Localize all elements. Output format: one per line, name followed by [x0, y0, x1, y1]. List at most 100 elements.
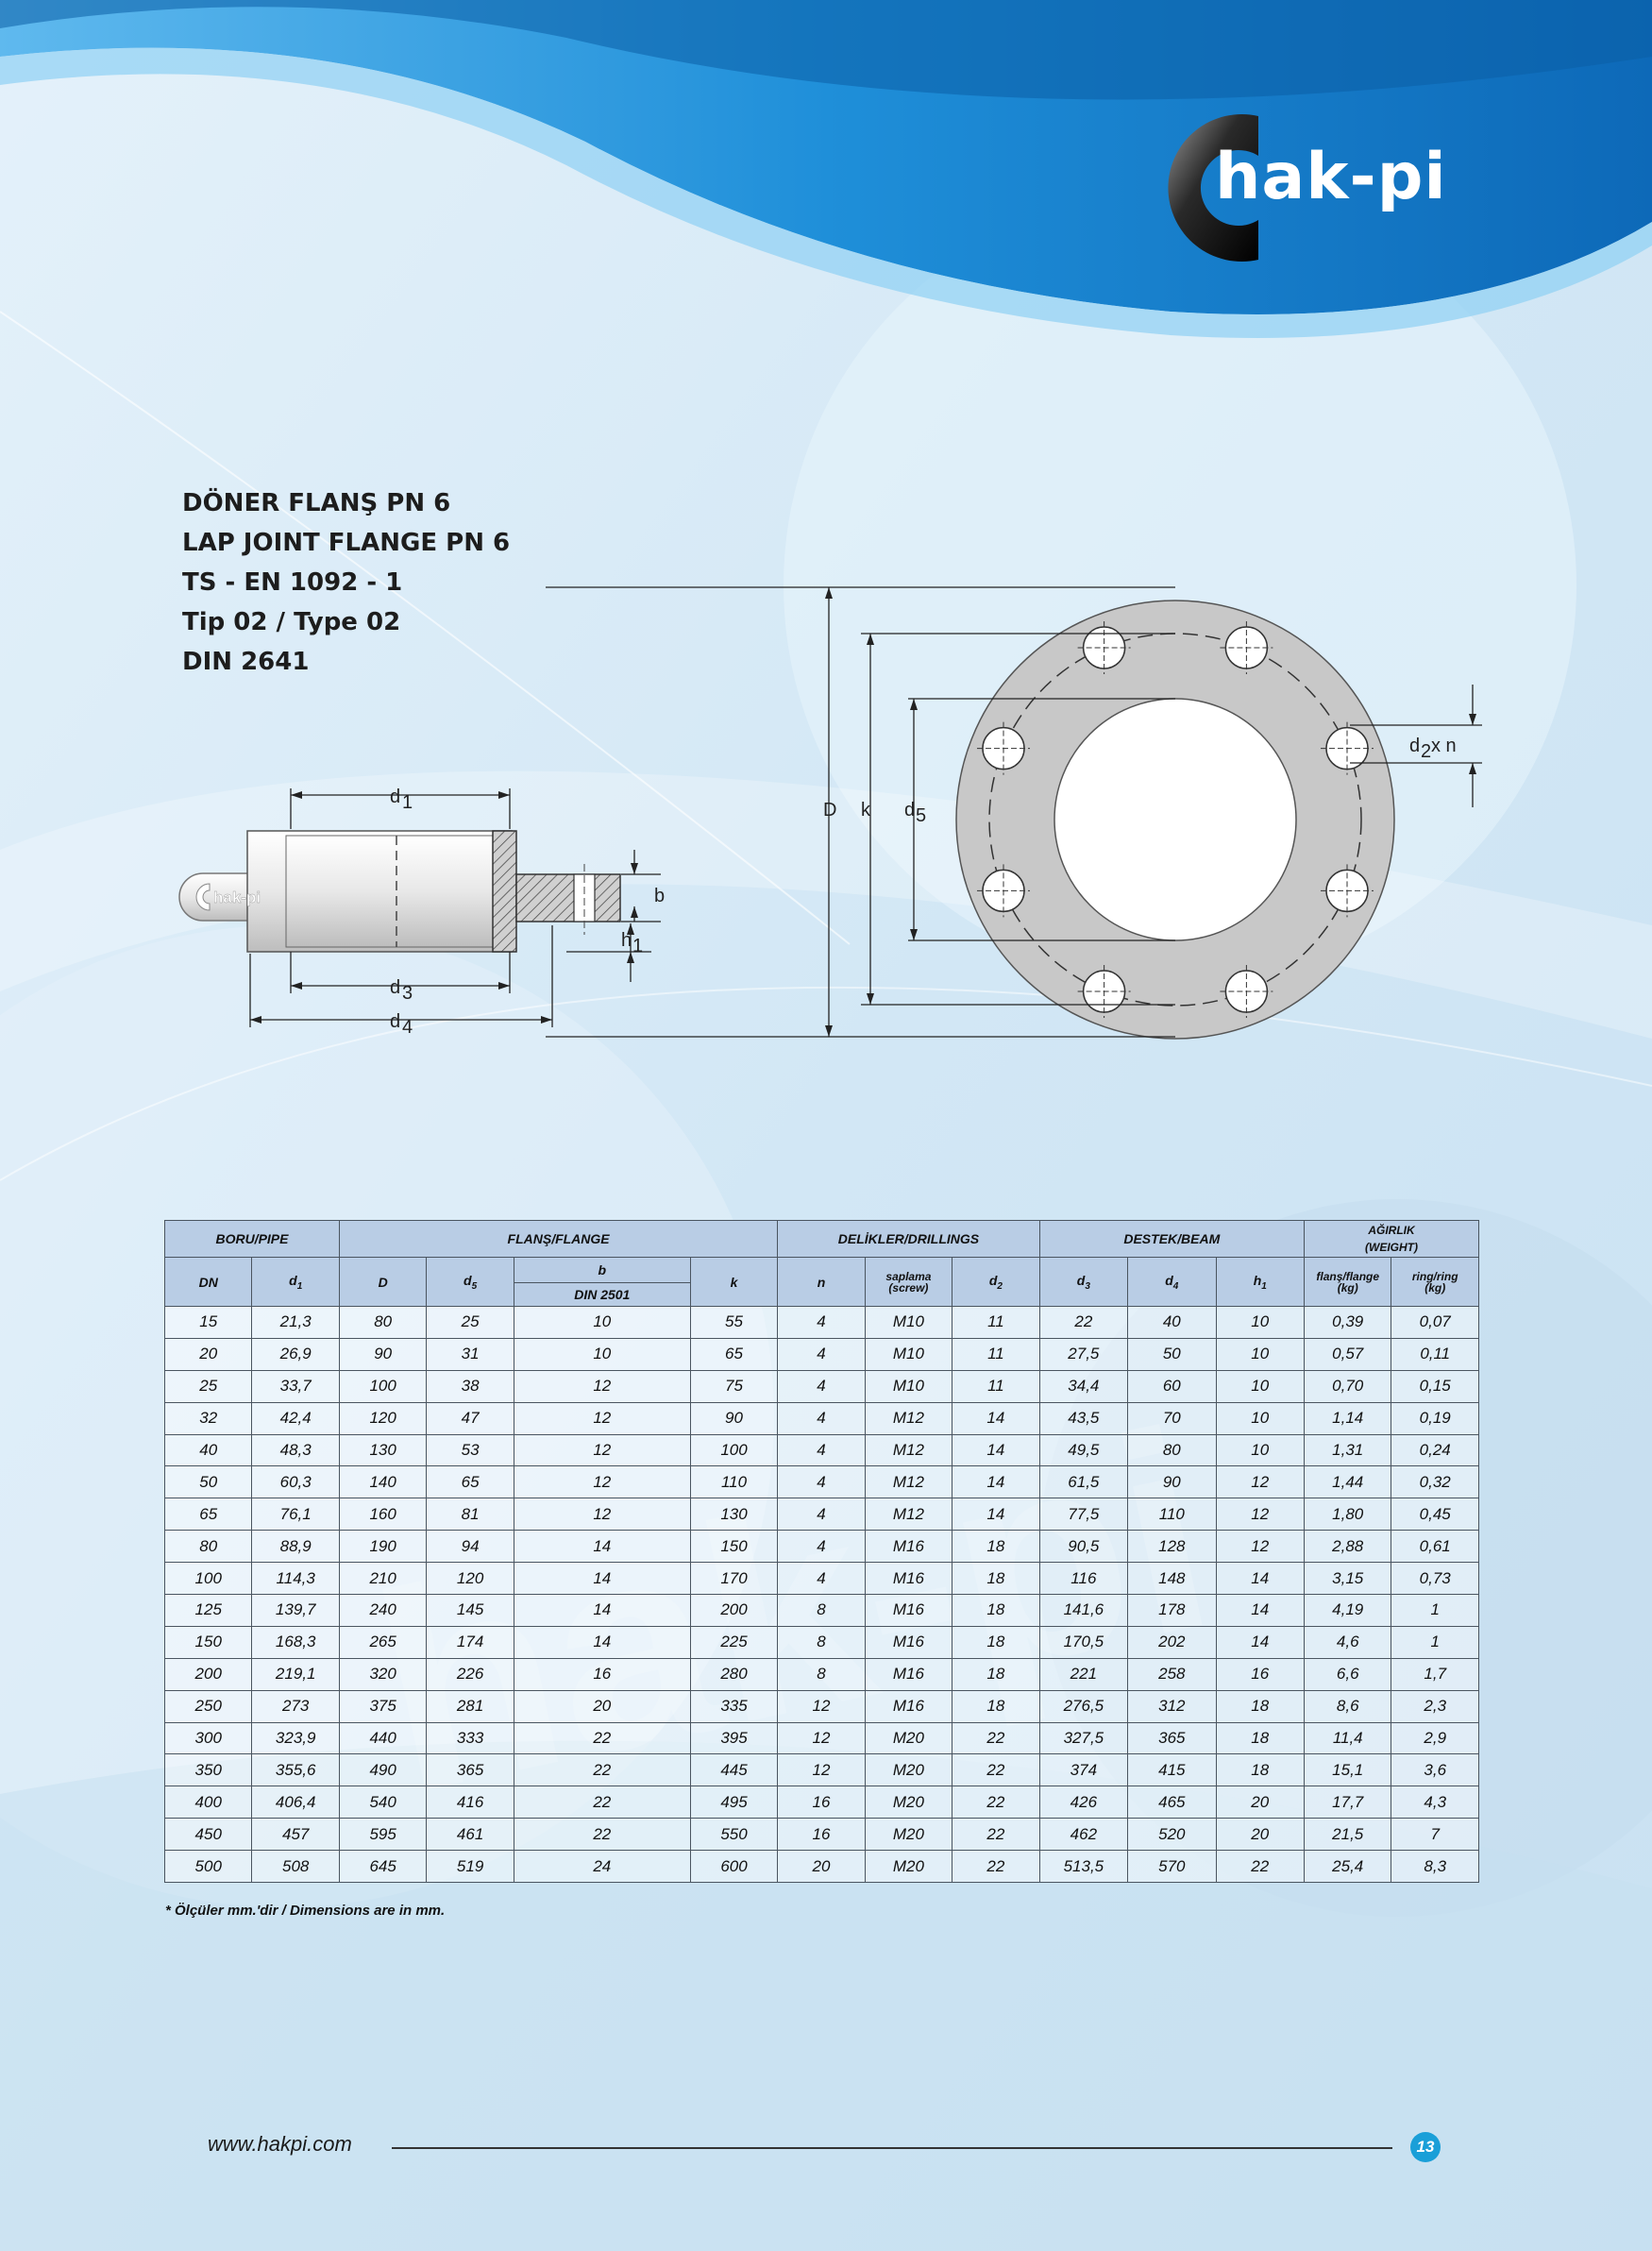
table-cell: 12	[1215, 1530, 1306, 1564]
table-cell: 80	[1127, 1433, 1217, 1467]
table-cell: 645	[338, 1850, 428, 1884]
table-cell: 61,5	[1038, 1465, 1129, 1499]
table-cell: 20	[1215, 1818, 1306, 1852]
col-b: b	[513, 1257, 691, 1283]
table-cell: 519	[426, 1850, 514, 1884]
table-cell: 1	[1391, 1625, 1479, 1659]
table-cell: 365	[426, 1753, 514, 1787]
group-weight-title: AĞIRLIK	[1368, 1224, 1415, 1237]
table-cell: 500	[163, 1850, 253, 1884]
table-cell: 27,5	[1038, 1337, 1129, 1371]
specification-table: BORU/PIPE FLANŞ/FLANGE DELİKLER/DRILLING…	[163, 1220, 1479, 1884]
table-cell: 18	[1215, 1721, 1306, 1755]
table-cell: 88,9	[251, 1530, 340, 1564]
title-line-4: Tip 02 / Type 02	[182, 608, 401, 636]
table-cell: 513,5	[1038, 1850, 1129, 1884]
table-cell: 40	[163, 1433, 253, 1467]
table-cell: 10	[513, 1337, 691, 1371]
table-cell: 202	[1127, 1625, 1217, 1659]
table-cell: 445	[689, 1753, 779, 1787]
table-cell: 16	[777, 1786, 866, 1819]
table-cell: 540	[338, 1786, 428, 1819]
table-cell: M16	[864, 1689, 953, 1723]
table-cell: 8	[777, 1657, 866, 1691]
table-cell: 38	[426, 1369, 514, 1403]
table-cell: 520	[1127, 1818, 1217, 1852]
table-cell: 14	[1215, 1562, 1306, 1596]
table-cell: 4,19	[1303, 1594, 1392, 1627]
table-cell: 1,14	[1303, 1401, 1392, 1435]
table-cell: 0,70	[1303, 1369, 1392, 1403]
table-cell: 350	[163, 1753, 253, 1787]
table-cell: 120	[338, 1401, 428, 1435]
table-cell: 2,3	[1391, 1689, 1479, 1723]
table-cell: 24	[513, 1850, 691, 1884]
table-cell: 0,15	[1391, 1369, 1479, 1403]
table-cell: 14	[513, 1562, 691, 1596]
table-cell: 258	[1127, 1657, 1217, 1691]
table-cell: 281	[426, 1689, 514, 1723]
table-cell: 50	[1127, 1337, 1217, 1371]
table-cell: 90	[1127, 1465, 1217, 1499]
table-cell: 4	[777, 1562, 866, 1596]
table-cell: 12	[513, 1433, 691, 1467]
dim-d4-sub: 4	[402, 1017, 413, 1038]
dim-d1: d	[390, 787, 400, 807]
table-cell: 323,9	[251, 1721, 340, 1755]
table-cell: 490	[338, 1753, 428, 1787]
table-cell: 221	[1038, 1657, 1129, 1691]
table-cell: 14	[1215, 1625, 1306, 1659]
table-cell: 8,3	[1391, 1850, 1479, 1884]
table-cell: 2,9	[1391, 1721, 1479, 1755]
technical-drawing: hak-pi d 1 d 3 d 4 b	[178, 586, 1482, 1040]
table-cell: M16	[864, 1625, 953, 1659]
table-cell: 335	[689, 1689, 779, 1723]
dim-d4: d	[390, 1011, 400, 1032]
table-cell: 4	[777, 1369, 866, 1403]
group-weight-sub: (WEIGHT)	[1365, 1241, 1418, 1254]
table-cell: 595	[338, 1818, 428, 1852]
table-cell: 200	[163, 1657, 253, 1691]
table-cell: 110	[689, 1465, 779, 1499]
table-cell: 10	[1215, 1337, 1306, 1371]
table-cell: 4	[777, 1306, 866, 1339]
title-line-1: DÖNER FLANŞ PN 6	[182, 489, 451, 517]
table-cell: 273	[251, 1689, 340, 1723]
table-cell: 12	[513, 1498, 691, 1532]
footer-divider	[392, 2147, 1392, 2149]
table-cell: 130	[338, 1433, 428, 1467]
col-k: k	[689, 1257, 779, 1307]
table-cell: 3,15	[1303, 1562, 1392, 1596]
table-cell: 461	[426, 1818, 514, 1852]
table-cell: 90	[689, 1401, 779, 1435]
col-d5: d5	[426, 1257, 514, 1307]
table-cell: 0,24	[1391, 1433, 1479, 1467]
table-cell: 1,31	[1303, 1433, 1392, 1467]
table-cell: 81	[426, 1498, 514, 1532]
side-view: hak-pi d 1 d 3 d 4 b	[178, 787, 665, 1038]
table-cell: 10	[513, 1306, 691, 1339]
table-cell: 2,88	[1303, 1530, 1392, 1564]
table-cell: 42,4	[251, 1401, 340, 1435]
table-cell: 65	[426, 1465, 514, 1499]
col-D: D	[338, 1257, 428, 1307]
table-cell: 416	[426, 1786, 514, 1819]
table-cell: 60,3	[251, 1465, 340, 1499]
group-pipe: BORU/PIPE	[164, 1220, 340, 1258]
footer-url[interactable]: www.hakpi.com	[208, 2132, 352, 2156]
table-cell: 240	[338, 1594, 428, 1627]
table-cell: 10	[1215, 1433, 1306, 1467]
dimensions-note: * Ölçüler mm.'dir / Dimensions are in mm…	[165, 1903, 446, 1919]
table-cell: 100	[689, 1433, 779, 1467]
table-cell: 14	[1215, 1594, 1306, 1627]
brand-logo	[1168, 114, 1258, 262]
table-cell: 33,7	[251, 1369, 340, 1403]
table-cell: 570	[1127, 1850, 1217, 1884]
table-cell: 70	[1127, 1401, 1217, 1435]
